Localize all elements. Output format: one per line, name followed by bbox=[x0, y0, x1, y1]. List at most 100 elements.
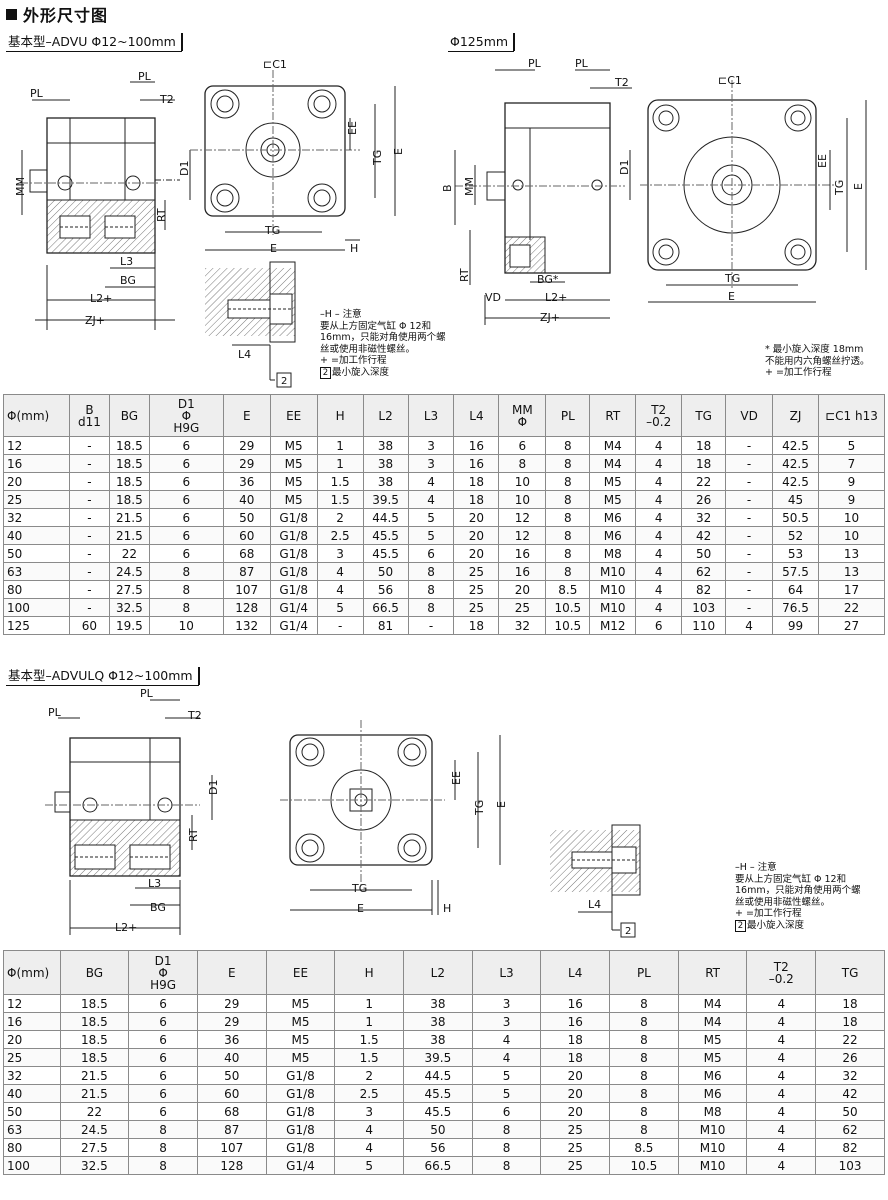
drawing-advulq: PL PL T2 D1 RT L3 BG L2+ bbox=[45, 687, 641, 938]
table-cell: M8 bbox=[677, 1102, 748, 1121]
table-cell: M5 bbox=[265, 1048, 336, 1067]
table-cell: 4 bbox=[746, 1066, 817, 1085]
table-cell: 1 bbox=[334, 994, 404, 1013]
table-cell: M6 bbox=[589, 508, 637, 527]
dim-l2-label: L2+ bbox=[90, 292, 112, 305]
table-cell: G1/4 bbox=[269, 598, 318, 617]
table-cell: G1/8 bbox=[265, 1120, 336, 1139]
table-cell: 68 bbox=[196, 1102, 267, 1121]
table-cell: 5 bbox=[407, 526, 455, 545]
table-cell: 18.5 bbox=[108, 436, 150, 455]
dim-tg-label: TG bbox=[351, 882, 367, 895]
table-cell: 87 bbox=[222, 562, 271, 581]
table-cell: 8 bbox=[471, 1156, 542, 1175]
column-header: BG bbox=[59, 950, 130, 995]
table-cell: M6 bbox=[677, 1084, 748, 1103]
table-cell: 50 bbox=[362, 562, 409, 581]
table-cell: 39.5 bbox=[362, 490, 409, 509]
dim-l2-label: L2+ bbox=[115, 921, 137, 934]
table-cell: - bbox=[725, 508, 774, 527]
column-header: L2 bbox=[403, 950, 473, 995]
table-cell: 10 bbox=[498, 490, 547, 509]
table-cell: M4 bbox=[677, 994, 748, 1013]
table-cell: 16 bbox=[3, 454, 70, 473]
note-d125: * 最小旋入深度 18mm 不能用内六角螺丝拧透。 + =加工作行程 bbox=[765, 344, 870, 378]
table-cell: - bbox=[68, 490, 110, 509]
table-cell: 82 bbox=[681, 580, 727, 599]
table-cell: 76.5 bbox=[772, 598, 819, 617]
table-cell: 6 bbox=[148, 508, 224, 527]
table-cell: 66.5 bbox=[362, 598, 409, 617]
table-cell: 8 bbox=[148, 562, 224, 581]
table-cell: 2 bbox=[316, 508, 364, 527]
table-cell: 8 bbox=[609, 1048, 679, 1067]
table-cell: 9 bbox=[818, 490, 885, 509]
table-cell: 18.5 bbox=[59, 994, 130, 1013]
table-cell: 50 bbox=[681, 544, 727, 563]
table-cell: 20 bbox=[453, 544, 500, 563]
section-label-125: Φ125mm bbox=[448, 33, 516, 52]
table-cell: G1/8 bbox=[269, 562, 318, 581]
table-cell: - bbox=[68, 526, 110, 545]
table-cell: 16 bbox=[498, 544, 547, 563]
table-cell: 18 bbox=[815, 994, 885, 1013]
table-cell: 25 bbox=[453, 598, 500, 617]
table-cell: 32.5 bbox=[108, 598, 150, 617]
column-header: MM Φ bbox=[498, 394, 547, 437]
table-cell: 20 bbox=[540, 1102, 611, 1121]
table-cell: 80 bbox=[3, 580, 70, 599]
table-cell: 22 bbox=[818, 598, 885, 617]
table-cell: 52 bbox=[772, 526, 819, 545]
table-cell: 44.5 bbox=[362, 508, 409, 527]
table-cell: M5 bbox=[269, 436, 318, 455]
table-cell: 8 bbox=[545, 508, 591, 527]
table-cell: 32 bbox=[498, 616, 547, 635]
table-cell: 50 bbox=[222, 508, 271, 527]
table-cell: 20 bbox=[540, 1066, 611, 1085]
table-cell: 60 bbox=[196, 1084, 267, 1103]
table-cell: 8 bbox=[471, 1138, 542, 1157]
column-header: L3 bbox=[471, 950, 542, 995]
table-cell: 57.5 bbox=[772, 562, 819, 581]
table-cell: 4 bbox=[635, 454, 683, 473]
table-cell: 18 bbox=[681, 454, 727, 473]
dim-zj-label: ZJ+ bbox=[540, 311, 560, 324]
table-cell: 8 bbox=[609, 994, 679, 1013]
table-cell: M4 bbox=[589, 436, 637, 455]
table-cell: 25 bbox=[540, 1138, 611, 1157]
table-cell: 44.5 bbox=[403, 1066, 473, 1085]
table-cell: 63 bbox=[3, 1120, 61, 1139]
dim-bgs-label: BG* bbox=[537, 273, 559, 286]
column-header: B d11 bbox=[68, 394, 110, 437]
dim-c1-label: ⊏C1 bbox=[718, 74, 742, 87]
table-cell: 64 bbox=[772, 580, 819, 599]
column-header: EE bbox=[269, 394, 318, 437]
table-cell: 103 bbox=[815, 1156, 885, 1175]
table-cell: - bbox=[316, 616, 364, 635]
dim-l4-label: L4 bbox=[238, 348, 251, 361]
note-advulq: –H – 注意 要从上方固定气缸 Φ 12和 16mm，只能对角使用两个螺 丝或… bbox=[735, 862, 861, 932]
table-cell: 16 bbox=[3, 1012, 61, 1031]
section-label-advulq: 基本型–ADVULQ Φ12~100mm bbox=[6, 667, 200, 686]
table-cell: 6 bbox=[128, 994, 198, 1013]
table-cell: 6 bbox=[128, 1012, 198, 1031]
table-cell: 100 bbox=[3, 1156, 61, 1175]
column-header: RT bbox=[677, 950, 748, 995]
table-cell: 20 bbox=[453, 508, 500, 527]
table-cell: - bbox=[68, 436, 110, 455]
table-cell: 6 bbox=[128, 1048, 198, 1067]
table-cell: 132 bbox=[222, 616, 271, 635]
table-cell: 18.5 bbox=[59, 1012, 130, 1031]
table-cell: M5 bbox=[589, 472, 637, 491]
table-cell: 1 bbox=[316, 436, 364, 455]
table-cell: 22 bbox=[59, 1102, 130, 1121]
table-cell: 6 bbox=[148, 490, 224, 509]
dim-rt-label: RT bbox=[155, 208, 168, 222]
table-cell: 10 bbox=[818, 508, 885, 527]
table-cell: - bbox=[68, 562, 110, 581]
